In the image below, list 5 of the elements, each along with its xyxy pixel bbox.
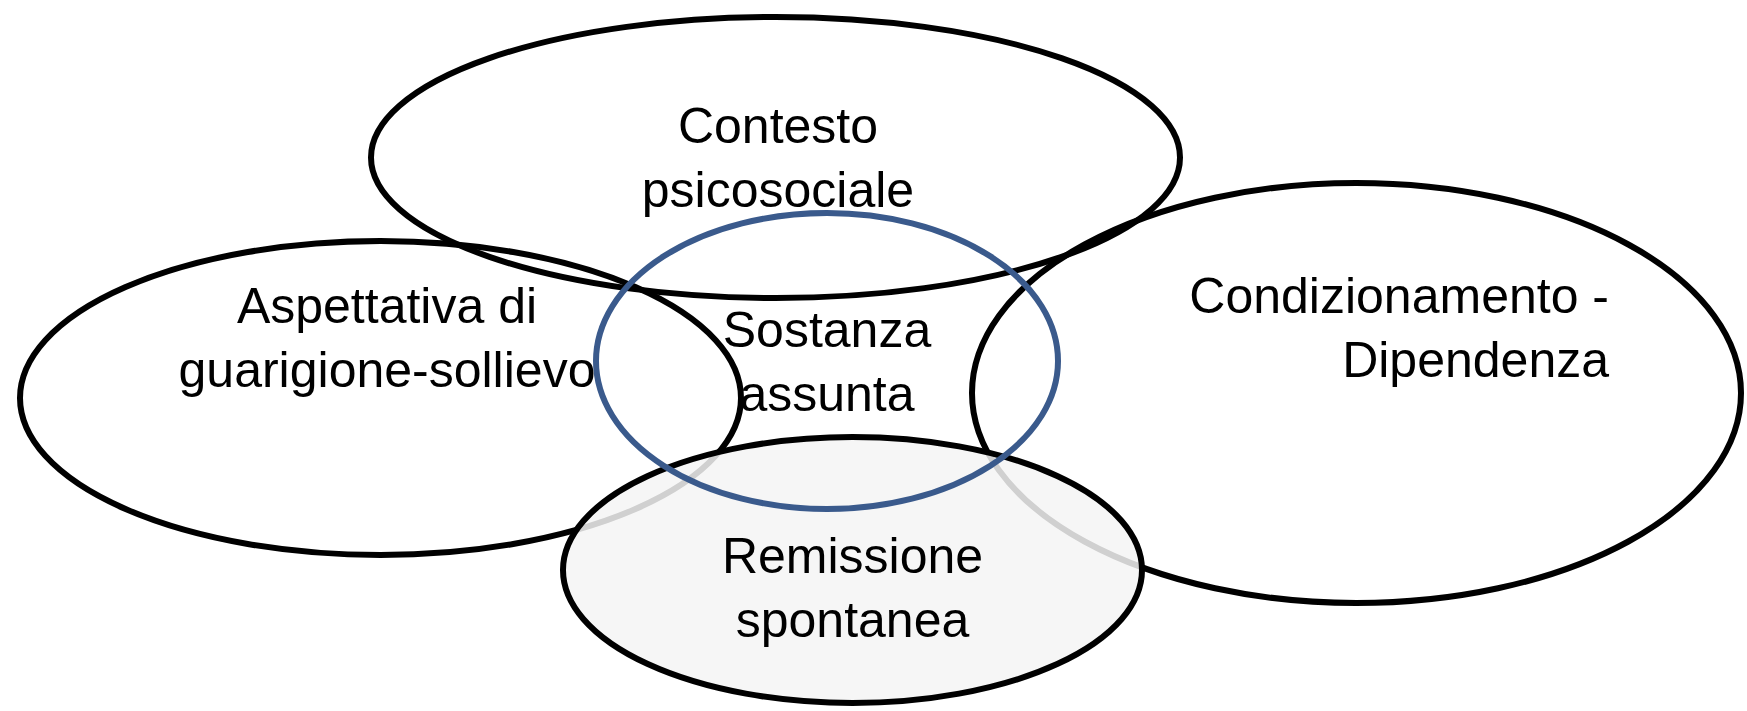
ellipse-label: Sostanza assunta <box>721 301 933 424</box>
ellipse-label: Contesto psicosociale <box>640 97 916 220</box>
ellipse-label: Remissione spontanea <box>720 527 985 650</box>
ellipse-label: Aspettativa di guarigione-sollievo <box>177 277 597 400</box>
ellipse-label: Condizionamento - Dipendenza <box>1188 267 1609 390</box>
